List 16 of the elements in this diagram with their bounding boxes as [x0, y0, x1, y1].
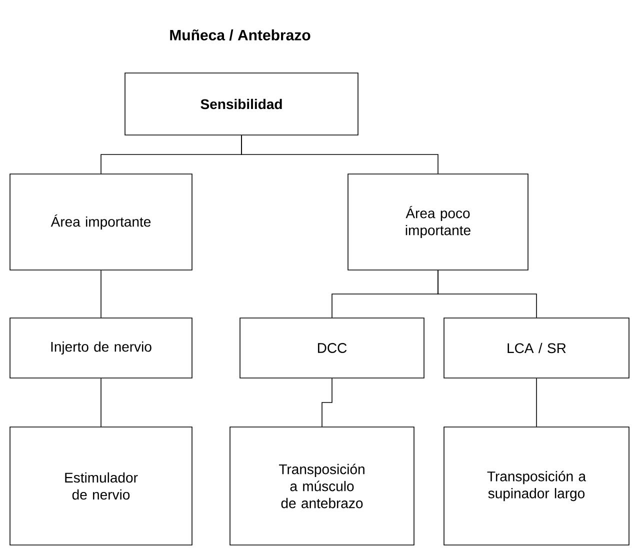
process-box: DCC	[240, 318, 424, 378]
process-box: Injerto de nervio	[10, 318, 192, 378]
title: Muñeca / Antebrazo	[170, 29, 310, 41]
connector-line	[322, 378, 332, 427]
process-box: Transposición a músculo de antebrazo	[230, 426, 414, 546]
process-box: Transposición a supinador largo	[444, 426, 630, 546]
process-box: Sensibilidad	[124, 72, 358, 136]
process-box: Estimulador de nervio	[10, 426, 192, 546]
connector-line	[100, 378, 102, 427]
connector-line	[241, 135, 438, 174]
connector-line	[536, 378, 537, 427]
connector-line	[100, 270, 102, 318]
connector-line	[438, 270, 537, 318]
process-box: Área poco importante	[348, 174, 528, 270]
process-box: Área importante	[10, 174, 192, 270]
process-box: LCA / SR	[444, 318, 630, 378]
